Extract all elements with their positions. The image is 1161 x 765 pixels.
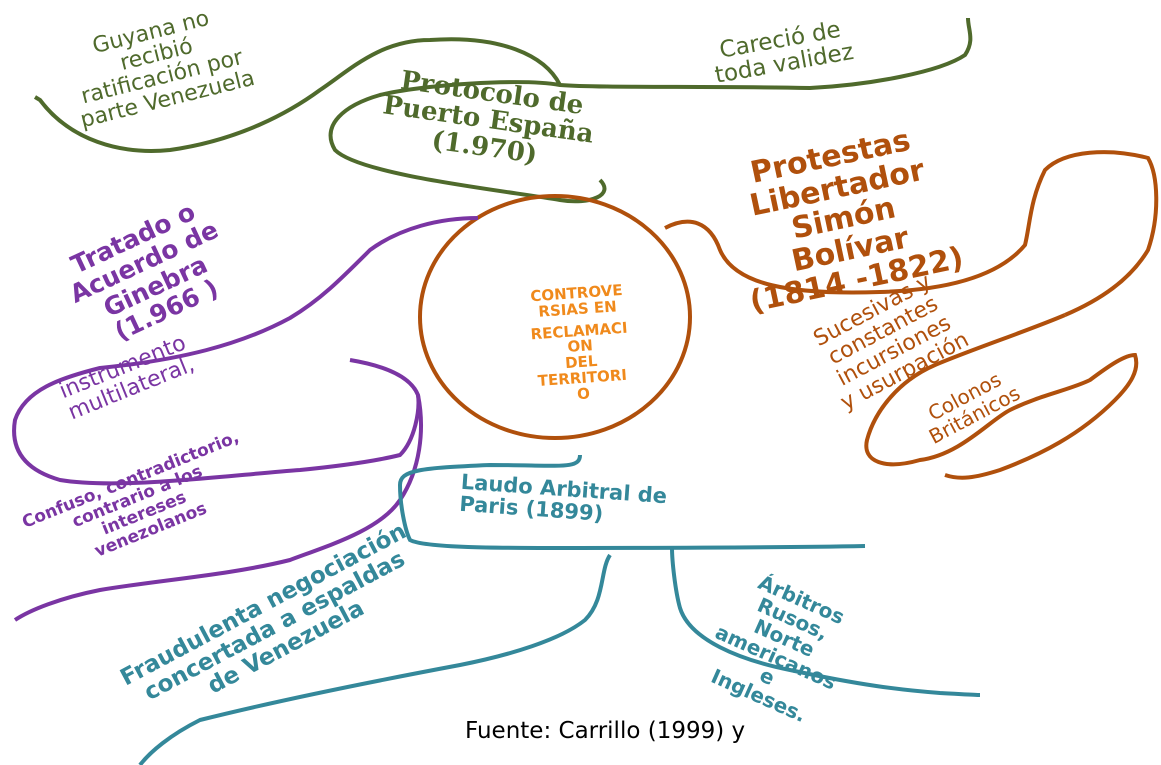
source-caption: Fuente: Carrillo (1999) y <box>465 718 746 744</box>
teal-branch-line <box>397 454 866 550</box>
purple-sub-line <box>13 394 423 622</box>
purple-branch-line <box>12 216 479 486</box>
teal-sub-line-right <box>670 547 981 697</box>
orange-branch-line <box>664 150 1159 317</box>
central-node-label: CONTROVE RSIAS EN RECLAMACI ON DEL TERRI… <box>451 277 709 410</box>
central-node-circle <box>418 194 692 440</box>
teal-sub-line-left <box>138 553 612 765</box>
green-sub-line-left <box>33 37 562 153</box>
orange-sub-line <box>864 313 1139 480</box>
green-branch-line <box>328 17 973 204</box>
